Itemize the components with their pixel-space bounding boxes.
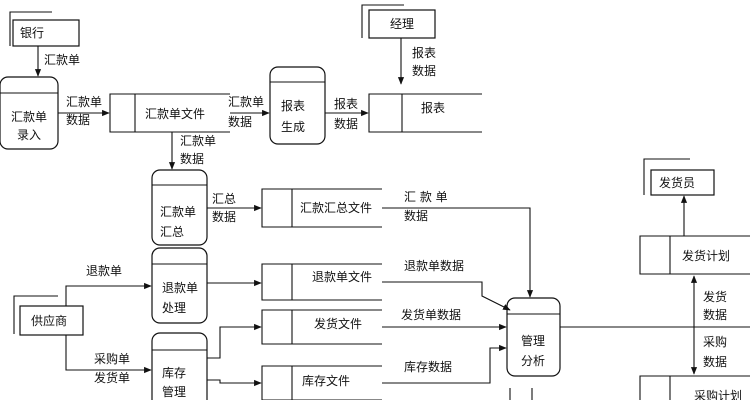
flow-inventory-to-ship-file [207, 323, 262, 359]
flow-inventory-to-stock-file [207, 379, 262, 387]
process-report-gen-line1: 报表 [281, 98, 305, 113]
flow-plans-ship-label1: 发货 [703, 289, 727, 304]
process-remit-summary-line2: 汇总 [160, 225, 184, 239]
entity-supplier[interactable]: 供应商 [13, 295, 84, 336]
flow-ship-file-to-analysis-label: 发货单数据 [401, 307, 461, 322]
store-stock-file-label: 库存文件 [302, 373, 350, 388]
store-remit-file-label: 汇款单文件 [145, 106, 205, 121]
store-report[interactable]: 报表 [368, 93, 482, 133]
flow-report-gen-to-report-label2: 数据 [334, 116, 358, 131]
flow-report-gen-to-report: 报表 数据 [325, 96, 369, 131]
store-ship-file[interactable]: 发货文件 [261, 309, 382, 345]
flow-supplier-to-inventory: 采购单 发货单 [65, 335, 152, 385]
flow-stock-file-to-analysis-label: 库存数据 [404, 359, 452, 374]
process-inventory-line2: 管理 [162, 384, 186, 399]
store-ship-plan-label: 发货计划 [682, 248, 730, 263]
entity-manager[interactable]: 经理 [361, 4, 436, 39]
flow-refund-file-to-analysis: 退款单数据 [382, 258, 511, 311]
flow-refund-file-to-analysis-label: 退款单数据 [404, 258, 464, 273]
flow-remit-file-to-report-gen-label1: 汇款单 [228, 95, 264, 109]
store-report-label: 报表 [421, 100, 445, 115]
flow-supplier-to-inventory-label1: 采购单 [94, 351, 130, 366]
entity-bank-label: 银行 [20, 26, 44, 40]
entity-shipper-label: 发货员 [659, 175, 695, 190]
flow-entry-to-remit-file: 汇款单 数据 [58, 95, 110, 127]
flow-plans-ship-label2: 数据 [703, 307, 727, 322]
flow-remit-file-to-report-gen: 汇款单 数据 [228, 95, 270, 129]
flow-remit-file-to-report-gen-label2: 数据 [228, 114, 252, 129]
flow-summary-to-sum-file: 汇总 数据 [207, 192, 262, 224]
flow-remit-file-to-summary: 汇款单 数据 [168, 132, 216, 170]
store-stock-file[interactable]: 库存文件 [261, 365, 382, 400]
flow-plans-purchase-label1: 采购 [703, 334, 727, 349]
store-purchase-plan[interactable]: 采购计划 [639, 375, 750, 400]
flow-ship-file-to-analysis: 发货单数据 [382, 307, 507, 331]
flow-stock-file-to-analysis: 库存数据 [382, 344, 507, 384]
entity-supplier-label: 供应商 [31, 313, 67, 328]
store-ship-file-label: 发货文件 [314, 316, 362, 331]
process-remit-summary[interactable]: 汇款单 汇总 [151, 169, 208, 246]
flow-summary-to-sum-file-label2: 数据 [212, 209, 236, 224]
flow-bank-to-entry-label: 汇款单 [44, 53, 80, 67]
flow-analysis-to-plans [509, 326, 750, 400]
flow-plans-link: 发货 数据 采购 数据 [690, 275, 727, 375]
entity-shipper[interactable]: 发货员 [643, 158, 715, 196]
store-remit-sum-file-label: 汇款汇总文件 [300, 200, 372, 215]
flow-bank-to-entry: 汇款单 [34, 46, 80, 77]
flow-supplier-to-refund: 退款单 [65, 264, 152, 306]
flow-plans-purchase-label2: 数据 [703, 354, 727, 369]
process-inventory[interactable]: 库存 管理 [151, 332, 208, 400]
flow-supplier-to-refund-label: 退款单 [86, 264, 122, 278]
process-inventory-line1: 库存 [162, 365, 186, 380]
flow-remit-file-to-summary-label1: 汇款单 [180, 134, 216, 148]
process-analysis-line1: 管理 [521, 333, 545, 348]
flow-report-to-manager-label1: 报表 [412, 45, 436, 60]
process-remit-entry-line2: 录入 [17, 128, 41, 142]
process-analysis-line2: 分析 [521, 354, 545, 368]
flow-sum-file-to-analysis-label1: 汇 款 单 [404, 190, 448, 204]
flow-report-to-manager-label2: 数据 [412, 63, 436, 78]
flow-summary-to-sum-file-label1: 汇总 [212, 192, 236, 206]
process-analysis[interactable]: 管理 分析 [506, 297, 561, 377]
store-purchase-plan-label: 采购计划 [694, 388, 742, 400]
process-report-gen[interactable]: 报表 生成 [269, 66, 326, 145]
flow-sum-file-to-analysis-label2: 数据 [404, 208, 428, 223]
process-remit-entry-line1: 汇款单 [11, 110, 47, 124]
entity-manager-label: 经理 [390, 17, 414, 31]
store-remit-file[interactable]: 汇款单文件 [109, 93, 230, 133]
process-remit-summary-line1: 汇款单 [160, 205, 196, 219]
entity-bank[interactable]: 银行 [9, 11, 80, 47]
flow-sum-file-to-analysis: 汇 款 单 数据 [382, 190, 534, 298]
flow-remit-file-to-summary-label2: 数据 [180, 151, 204, 166]
flow-report-gen-to-report-label1: 报表 [334, 96, 358, 111]
process-refund[interactable]: 退款单 处理 [151, 247, 208, 324]
process-remit-entry[interactable]: 汇款单 录入 [0, 76, 59, 150]
process-report-gen-line2: 生成 [281, 120, 305, 134]
process-refund-line1: 退款单 [162, 281, 198, 295]
store-remit-sum-file[interactable]: 汇款汇总文件 [261, 188, 382, 228]
flow-supplier-to-inventory-label2: 发货单 [94, 370, 130, 385]
flow-report-to-manager: 报表 数据 [397, 38, 436, 85]
flow-entry-to-remit-file-label1: 汇款单 [66, 95, 102, 109]
store-refund-file[interactable]: 退款单文件 [261, 263, 382, 301]
process-refund-line2: 处理 [162, 301, 186, 315]
flow-entry-to-remit-file-label2: 数据 [66, 112, 90, 127]
store-ship-plan[interactable]: 发货计划 [639, 235, 750, 275]
store-refund-file-label: 退款单文件 [312, 269, 372, 284]
